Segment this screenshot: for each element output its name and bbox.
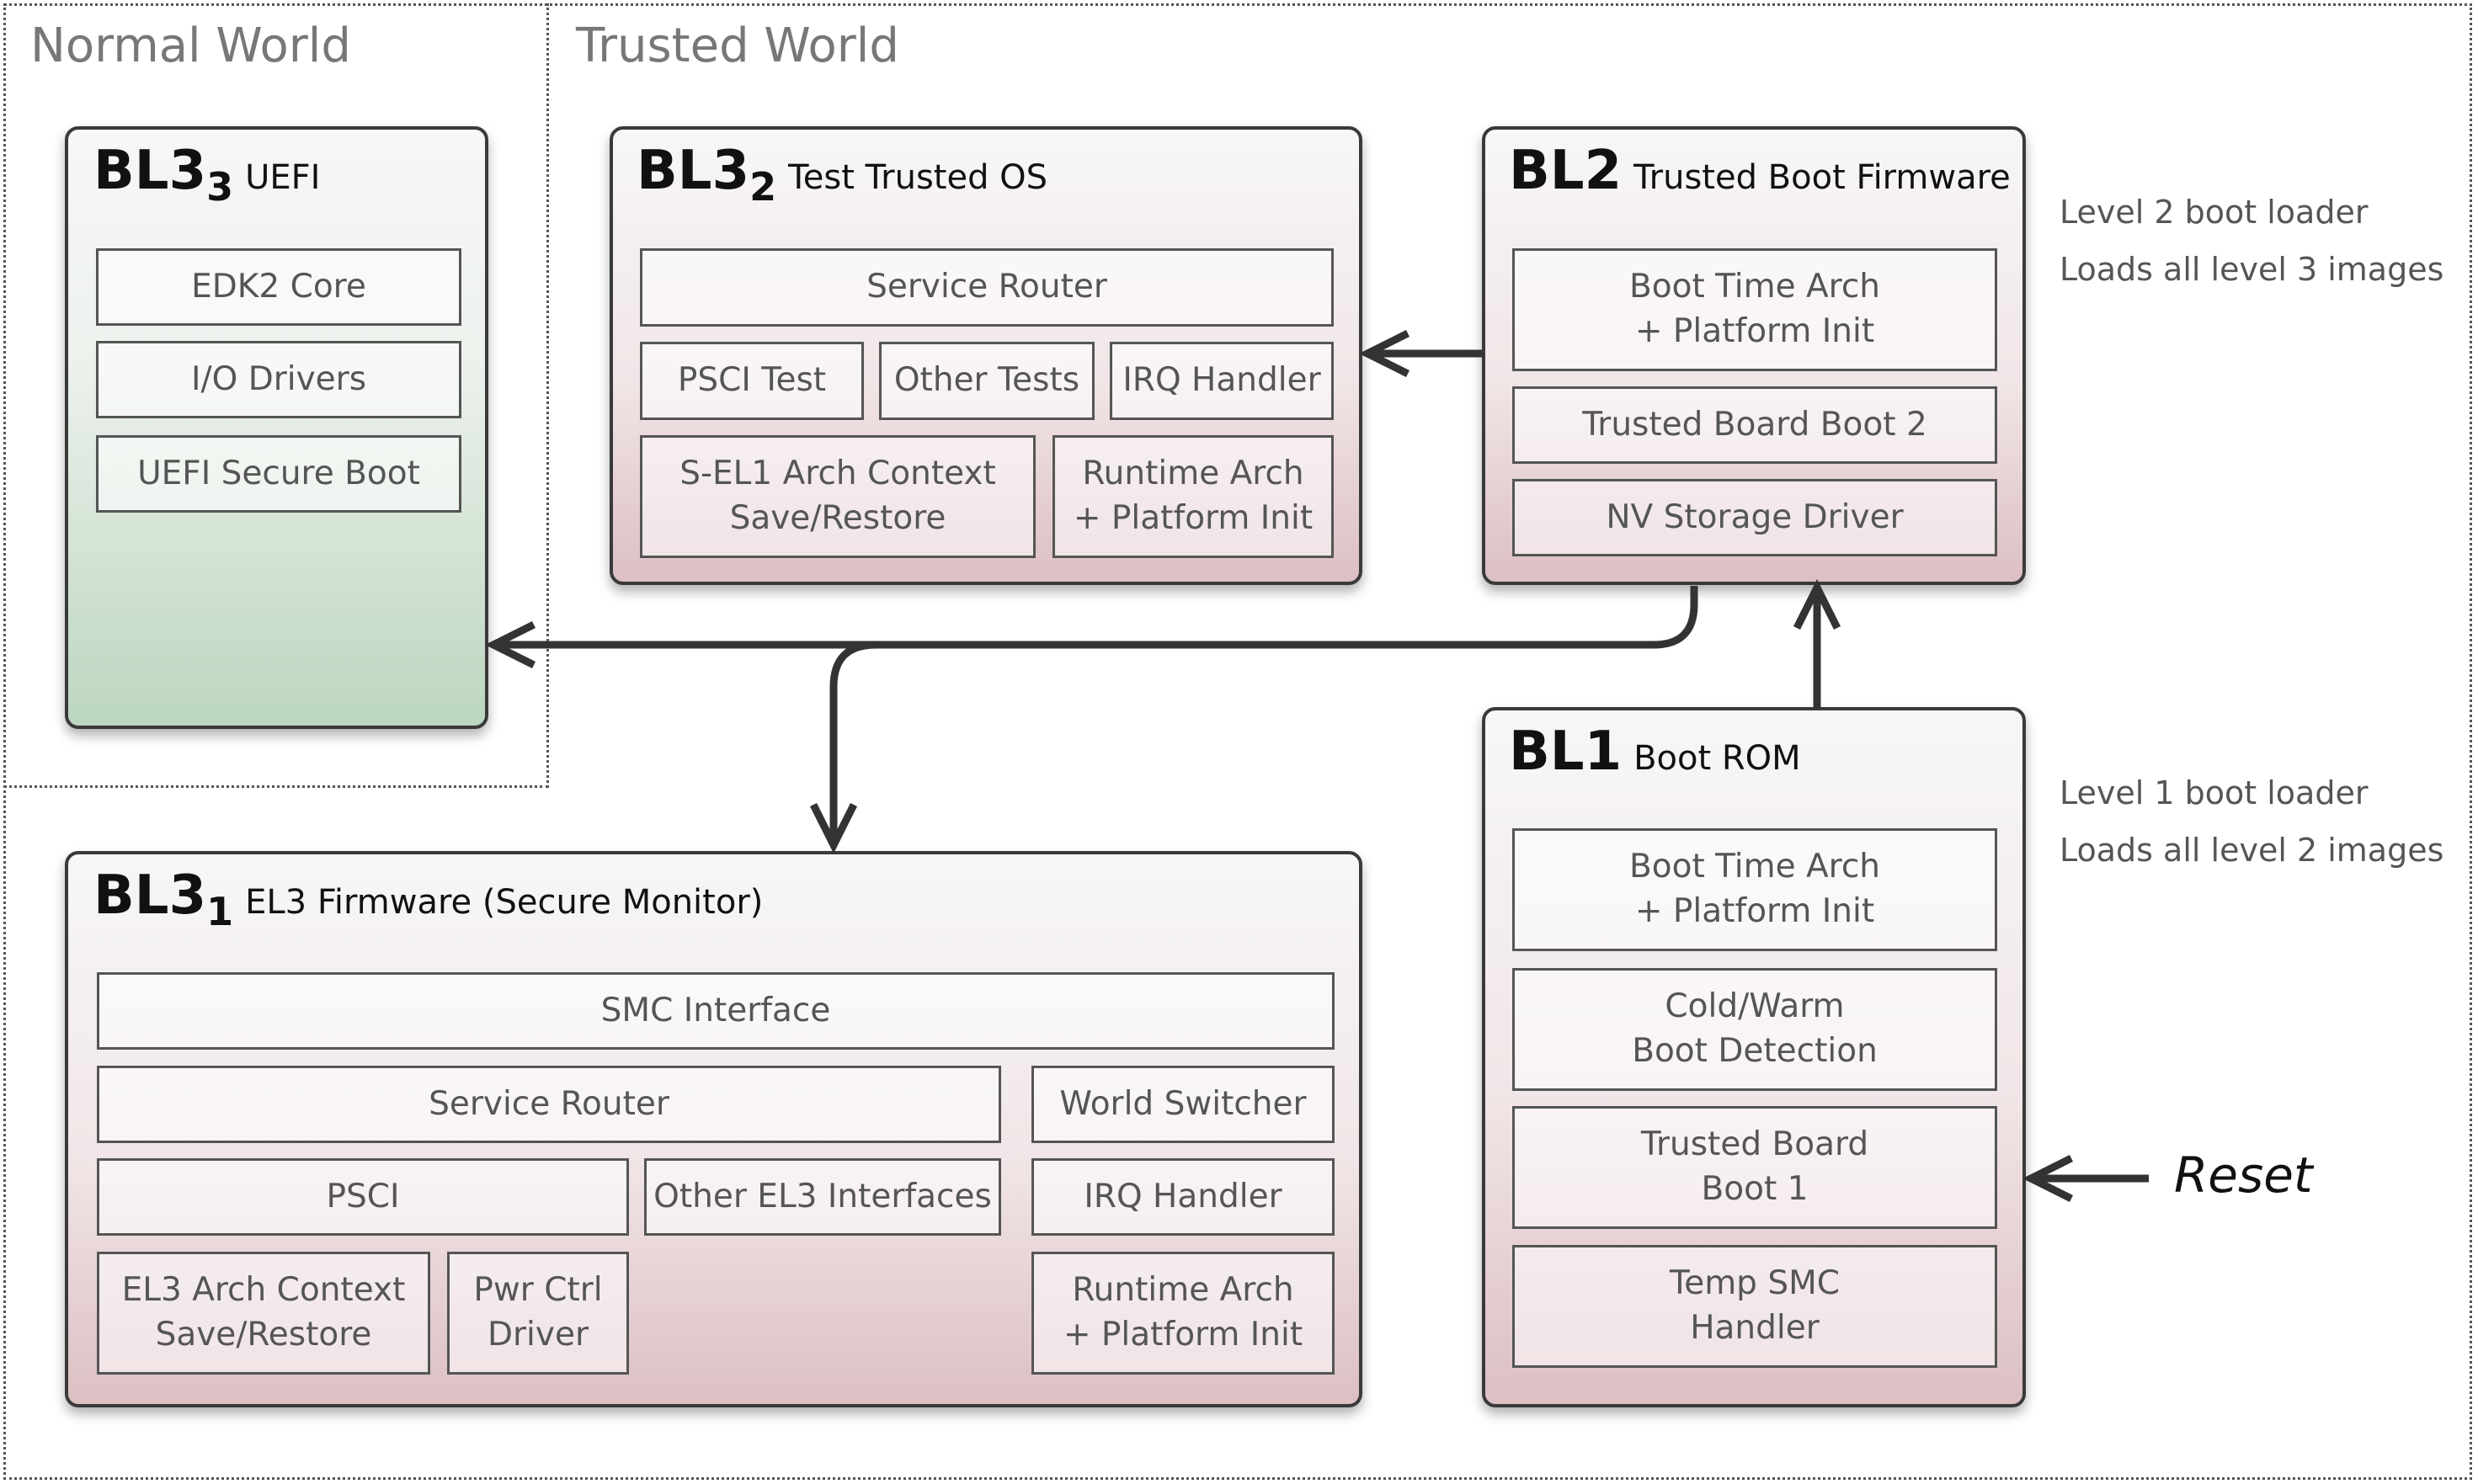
normal-world-region (3, 3, 549, 788)
cold-warm-boot-detection-box: Cold/Warm Boot Detection (1512, 968, 1997, 1091)
bl2-boot-time-arch-box: Boot Time Arch + Platform Init (1512, 248, 1997, 371)
bl2-desc: Trusted Boot Firmware (1633, 158, 2011, 197)
smc-interface-box: SMC Interface (97, 972, 1335, 1050)
bl33-title: BL33 UEFI (93, 140, 320, 210)
arrowhead-bl2-to-bl33 (484, 620, 536, 669)
bl32-service-router-box: Service Router (640, 248, 1334, 327)
bl32-subscript: 2 (749, 164, 777, 210)
uefi-secure-boot-box: UEFI Secure Boot (96, 435, 461, 513)
bl31-subscript: 1 (206, 889, 234, 934)
bl2-title: BL2 Trusted Boot Firmware (1509, 140, 2011, 202)
bl1-panel: BL1 Boot ROM Boot Time Arch + Platform In… (1482, 707, 2026, 1407)
bl33-desc: UEFI (245, 158, 321, 197)
arrow-branch-to-bl31 (829, 641, 877, 838)
bl31-name: BL3 (93, 864, 207, 927)
el3-arch-context-box: EL3 Arch Context Save/Restore (97, 1252, 430, 1375)
bl33-subscript: 3 (206, 164, 234, 210)
arrowhead-reset-to-bl1 (2022, 1154, 2074, 1203)
other-el3-interfaces-box: Other EL3 Interfaces (644, 1158, 1001, 1236)
arrowhead-bl2-to-bl32 (1358, 329, 1410, 378)
normal-world-label: Normal World (30, 19, 351, 73)
bl33-name: BL3 (93, 140, 207, 202)
bl31-irq-handler-box: IRQ Handler (1031, 1158, 1335, 1236)
bl32-runtime-arch-box: Runtime Arch + Platform Init (1052, 435, 1334, 558)
bl2-name: BL2 (1509, 140, 1623, 202)
temp-smc-handler-box: Temp SMC Handler (1512, 1245, 1997, 1368)
bl32-name: BL3 (637, 140, 750, 202)
bl32-desc: Test Trusted OS (788, 158, 1048, 197)
bl31-title: BL31 EL3 Firmware (Secure Monitor) (93, 864, 763, 934)
bl2-note-loads: Loads all level 3 images (2060, 251, 2444, 288)
psci-test-box: PSCI Test (640, 342, 864, 420)
arrow-bl2-to-bl33 (500, 586, 1698, 649)
bl31-runtime-arch-box: Runtime Arch + Platform Init (1031, 1252, 1335, 1375)
bl2-note-level: Level 2 boot loader (2060, 194, 2369, 231)
bl32-title: BL32 Test Trusted OS (637, 140, 1047, 210)
reset-label: Reset (2174, 1146, 2313, 1204)
bl1-note-level: Level 1 boot loader (2060, 774, 2369, 811)
other-tests-box: Other Tests (879, 342, 1095, 420)
io-drivers-box: I/O Drivers (96, 341, 461, 418)
bl1-note-loads: Loads all level 2 images (2060, 832, 2444, 869)
edk2-core-box: EDK2 Core (96, 248, 461, 326)
arrowhead-bl1-to-bl2 (1793, 578, 1841, 630)
psci-box: PSCI (97, 1158, 629, 1236)
bl1-title: BL1 Boot ROM (1509, 721, 1801, 783)
trusted-world-label: Trusted World (576, 19, 899, 73)
bl2-panel: BL2 Trusted Boot Firmware Boot Time Arch … (1482, 126, 2026, 585)
nv-storage-driver-box: NV Storage Driver (1512, 479, 1997, 556)
trusted-board-boot-1-box: Trusted Board Boot 1 (1512, 1106, 1997, 1229)
bl33-panel: BL33 UEFI EDK2 Core I/O Drivers UEFI Secu… (65, 126, 488, 729)
bl31-desc: EL3 Firmware (Secure Monitor) (245, 883, 764, 922)
bl32-panel: BL32 Test Trusted OS Service Router PSCI … (610, 126, 1362, 585)
bl1-desc: Boot ROM (1633, 739, 1801, 778)
world-switcher-box: World Switcher (1031, 1066, 1335, 1143)
s-el1-arch-context-box: S-EL1 Arch Context Save/Restore (640, 435, 1036, 558)
bl31-service-router-box: Service Router (97, 1066, 1001, 1143)
arrowhead-branch-to-bl31 (809, 802, 858, 854)
bl32-irq-handler-box: IRQ Handler (1110, 342, 1334, 420)
bl1-name: BL1 (1509, 721, 1623, 783)
trusted-board-boot-2-box: Trusted Board Boot 2 (1512, 386, 1997, 464)
bl1-boot-time-arch-box: Boot Time Arch + Platform Init (1512, 828, 1997, 951)
bl31-panel: BL31 EL3 Firmware (Secure Monitor) SMC In… (65, 851, 1362, 1407)
pwr-ctrl-driver-box: Pwr Ctrl Driver (447, 1252, 629, 1375)
